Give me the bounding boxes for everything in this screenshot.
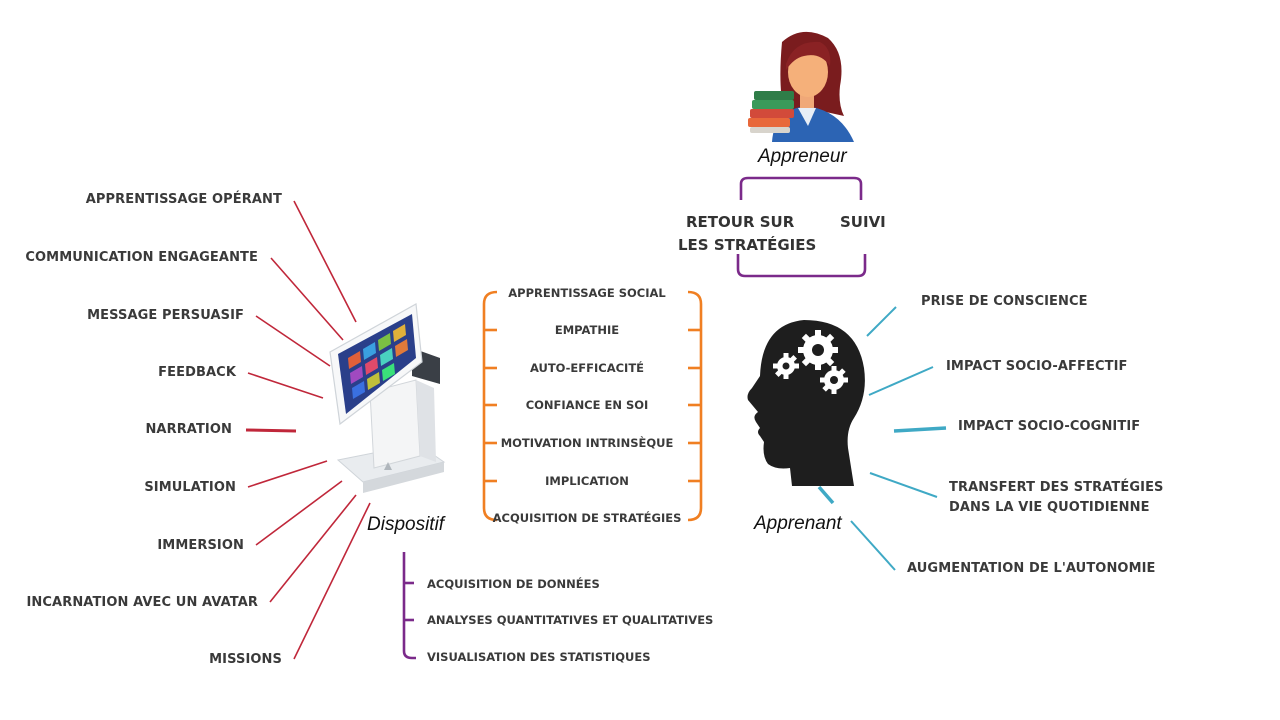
left-feature-label: FEEDBACK: [158, 365, 236, 380]
center-factor-label: IMPLICATION: [545, 474, 629, 488]
center-factor-label: MOTIVATION INTRINSÈQUE: [500, 436, 674, 450]
right-outcome-label: IMPACT SOCIO-COGNITIF: [958, 419, 1141, 434]
teal-spokes: [817, 306, 947, 571]
spoke-line: [269, 494, 357, 603]
spoke-line: [869, 472, 938, 498]
left-feature-label: NARRATION: [145, 422, 232, 437]
apprenant-caption: Apprenant: [754, 513, 842, 534]
spoke-line: [255, 480, 343, 546]
red-spokes: [245, 200, 371, 660]
spoke-line: [245, 428, 297, 433]
spoke-line: [293, 502, 371, 660]
data-item-label: ACQUISITION DE DONNÉES: [427, 577, 600, 591]
teacher-avatar-icon: [748, 31, 854, 142]
left-feature-label: COMMUNICATION ENGAGEANTE: [25, 250, 258, 265]
left-feature-label: IMMERSION: [157, 538, 244, 553]
spoke-line: [293, 200, 357, 323]
center-factor-label: ACQUISITION DE STRATÉGIES: [492, 511, 682, 525]
orange-brace: [482, 290, 703, 522]
center-factor-label: APPRENTISSAGE SOCIAL: [508, 286, 666, 300]
data-item-label: ANALYSES QUANTITATIVES ET QUALITATIVES: [427, 613, 714, 627]
head-gears-icon: [747, 320, 865, 486]
spoke-line: [255, 315, 331, 367]
right-outcome-label: PRISE DE CONSCIENCE: [921, 294, 1088, 309]
right-outcome-label: AUGMENTATION DE L'AUTONOMIE: [907, 561, 1156, 576]
left-feature-label: MESSAGE PERSUASIF: [87, 308, 244, 323]
right-outcome-label: IMPACT SOCIO-AFFECTIF: [946, 359, 1128, 374]
left-feature-label: INCARNATION AVEC UN AVATAR: [26, 595, 258, 610]
spoke-line: [247, 460, 328, 488]
left-feature-label: APPRENTISSAGE OPÉRANT: [85, 192, 282, 207]
appreneur-caption: Appreneur: [758, 146, 847, 167]
left-feature-label: MISSIONS: [209, 652, 282, 667]
purple-feedback-box: [736, 176, 867, 278]
kiosk-terminal-icon: [329, 303, 446, 493]
center-factor-label: EMPATHIE: [554, 323, 620, 337]
spoke-line: [247, 372, 324, 399]
center-factor-label: AUTO-EFFICACITÉ: [529, 361, 645, 375]
right-outcome-label: DANS LA VIE QUOTIDIENNE: [949, 500, 1150, 515]
spoke-line: [868, 366, 934, 396]
data-item-label: VISUALISATION DES STATISTIQUES: [427, 650, 651, 664]
suivi-label: SUIVI: [840, 213, 886, 231]
spoke-line: [893, 426, 947, 433]
purple-data-bracket: [402, 552, 416, 660]
left-feature-label: SIMULATION: [144, 480, 236, 495]
spoke-line: [866, 306, 897, 337]
spoke-line: [270, 257, 344, 341]
spoke-line: [850, 520, 896, 571]
right-outcome-label: TRANSFERT DES STRATÉGIES: [949, 480, 1164, 495]
retour-label-line1: RETOUR SUR: [686, 213, 795, 231]
center-factor-label: CONFIANCE EN SOI: [525, 398, 649, 412]
retour-label-line2: LES STRATÉGIES: [678, 236, 817, 254]
spoke-line: [817, 485, 835, 505]
dispositif-caption: Dispositif: [367, 514, 445, 535]
